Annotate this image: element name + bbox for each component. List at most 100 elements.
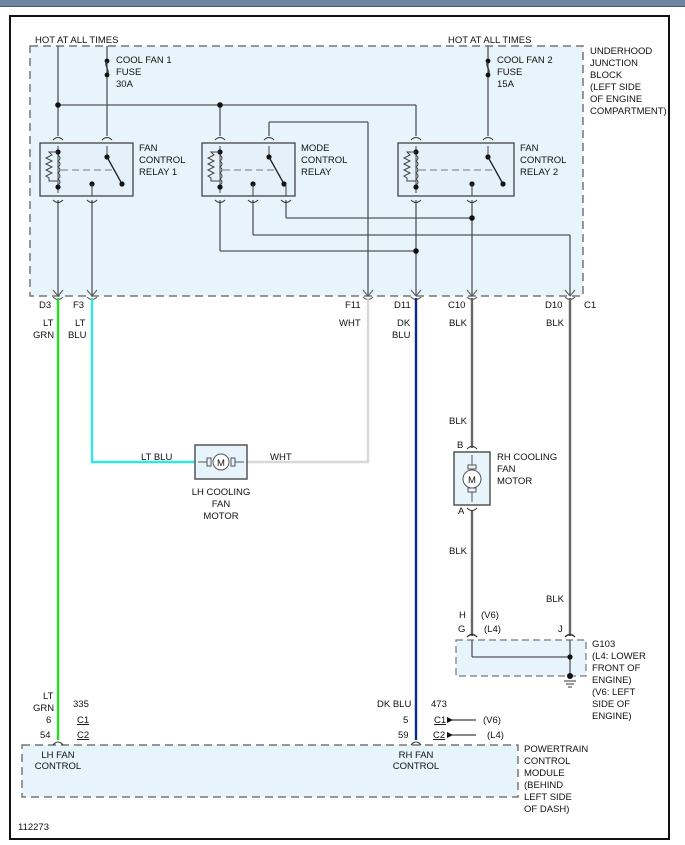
splice-dots [55, 102, 475, 254]
rh-motor-label-1: RH COOLING [497, 452, 557, 463]
g103-pin-h-variant: (V6) [481, 610, 499, 621]
wire-label-f11: WHT [339, 318, 361, 329]
pin-d11: D11 [394, 300, 411, 311]
wire-label-d3-1: LT [43, 318, 54, 329]
pcm-lh-pin-c2: 54 [40, 730, 51, 741]
wire-label-f3-2: BLU [68, 330, 87, 341]
pcm-rh-circuit: 473 [431, 699, 447, 710]
pcm-rh-label-1: RH FAN [399, 750, 434, 761]
pcm-rh-wire: DK BLU [377, 699, 411, 710]
pin-arrow [564, 289, 576, 297]
wire-label-f3-1: LT [75, 318, 86, 329]
g103-pin-h: H [459, 610, 466, 621]
pcm-rh-pin-c1: 5 [403, 715, 408, 726]
rh-motor-pin-b: B [457, 440, 463, 451]
pin-d10: D10 [545, 300, 562, 311]
svg-text:BLOCK: BLOCK [590, 70, 623, 81]
svg-text:COMPARTMENT): COMPARTMENT) [590, 106, 667, 117]
window-title-bar [0, 0, 685, 7]
pcm-rh-conn-c2: C2 [433, 730, 445, 741]
wire-label-d11-2: BLU [392, 330, 411, 341]
ground-dot [567, 673, 573, 679]
fan-control-relay-1-label: CONTROL [139, 155, 185, 166]
wire-label-c10: BLK [449, 318, 468, 329]
g103-ground-block [455, 639, 587, 677]
pcm-rh-variant-c2: (L4) [487, 730, 504, 741]
hot-at-all-times-right: HOT AT ALL TIMES [448, 35, 531, 46]
wire-label-lh-motor-left: LT BLU [141, 452, 172, 463]
pin-arrow [410, 289, 422, 297]
ground-icon [564, 680, 576, 688]
svg-text:ENGINE): ENGINE) [592, 711, 632, 722]
svg-text:(BEHIND: (BEHIND [524, 780, 563, 791]
pcm-rh-variant-c1: (V6) [483, 715, 501, 726]
wire-label-lh-motor-right: WHT [270, 452, 292, 463]
svg-text:JUNCTION: JUNCTION [590, 58, 638, 69]
cool-fan-1-fuse [104, 58, 110, 78]
wire-wht [247, 298, 370, 464]
pcm-rh-pin-c2: 59 [398, 730, 409, 741]
svg-text:UNDERHOOD: UNDERHOOD [590, 46, 652, 57]
fan-control-relay-1-label: RELAY 1 [139, 167, 177, 178]
svg-text:(LEFT SIDE: (LEFT SIDE [590, 82, 641, 93]
lh-motor-label-1: LH COOLING [192, 487, 251, 498]
lh-motor-symbol: M [217, 458, 225, 469]
external-wiring [56, 298, 572, 740]
rh-motor-pin-a: A [458, 506, 465, 517]
fan-control-relay-2-label: FAN [520, 143, 539, 154]
svg-text:(V6: LEFT: (V6: LEFT [592, 687, 635, 698]
fuse2-line3: 15A [497, 79, 515, 90]
g103-splice-dot [567, 654, 573, 660]
svg-text:SIDE OF: SIDE OF [592, 699, 630, 710]
pcm-lh-wire-2: GRN [33, 703, 54, 714]
pin-arrow [52, 289, 64, 297]
cool-fan-2-fuse [485, 58, 491, 78]
wire-label-d3-2: GRN [33, 330, 54, 341]
rh-motor-label-2: FAN [497, 464, 516, 475]
fan-control-relay-1-label: FAN [139, 143, 158, 154]
pcm-lh-circuit: 335 [73, 699, 89, 710]
pcm-label: POWERTRAIN CONTROL MODULE (BEHIND LEFT S… [524, 744, 588, 815]
pin-c10: C10 [448, 300, 465, 311]
pcm-lh-conn-c1: C1 [77, 715, 89, 726]
internal-wiring [57, 46, 571, 296]
svg-text:OF DASH): OF DASH) [524, 804, 569, 815]
rh-cooling-fan-motor: M [453, 446, 491, 511]
svg-text:FRONT OF: FRONT OF [592, 663, 641, 674]
wire-lt-blu [90, 298, 195, 464]
pcm-lh-label-2: CONTROL [35, 761, 81, 772]
svg-text:CONTROL: CONTROL [524, 756, 570, 767]
pcm-lh-wire-1: LT [43, 691, 54, 702]
pcm-pin-rh [410, 741, 422, 746]
fuse1-line1: COOL FAN 1 [116, 55, 172, 66]
wire-label-g103-right: BLK [546, 594, 565, 605]
lh-motor-label-2: FAN [212, 499, 231, 510]
pin-f11: F11 [345, 300, 361, 311]
rh-motor-symbol: M [468, 475, 476, 486]
wire-label-d10: BLK [546, 318, 565, 329]
fuse2-line2: FUSE [497, 67, 522, 78]
wire-label-rh-motor-top: BLK [449, 416, 468, 427]
pcm-rh-conn-c1: C1 [434, 715, 446, 726]
lh-cooling-fan-motor: M [194, 444, 248, 480]
diagram-id-number: 112273 [18, 822, 49, 833]
fuse1-line3: 30A [116, 79, 134, 90]
svg-text:LEFT SIDE: LEFT SIDE [524, 792, 572, 803]
wire-label-rh-motor-bottom: BLK [449, 546, 468, 557]
rh-motor-label-3: MOTOR [497, 476, 532, 487]
mode-control-relay-label: CONTROL [301, 155, 347, 166]
svg-text:ENGINE): ENGINE) [592, 675, 632, 686]
pin-d3: D3 [39, 300, 51, 311]
svg-text:G103: G103 [592, 639, 615, 650]
fan-control-relay-2-label: CONTROL [520, 155, 566, 166]
svg-text:OF ENGINE: OF ENGINE [590, 94, 642, 105]
pin-f3: F3 [73, 300, 84, 311]
fuse1-line2: FUSE [116, 67, 141, 78]
lh-motor-label-3: MOTOR [203, 511, 238, 522]
svg-text:(L4: LOWER: (L4: LOWER [592, 651, 646, 662]
pcm-pin-lh [52, 741, 64, 746]
